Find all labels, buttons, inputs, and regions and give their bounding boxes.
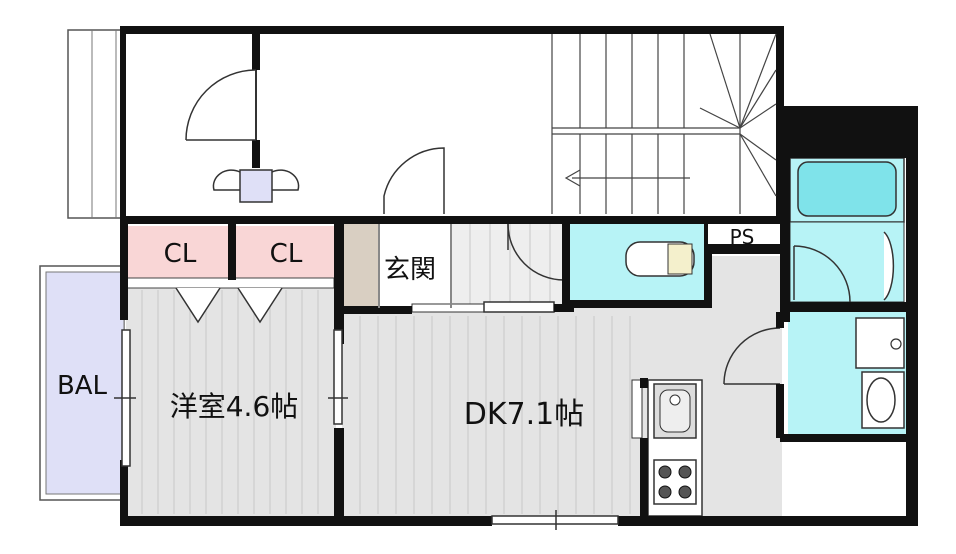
pipe-space-label: PS	[730, 225, 755, 249]
walls	[120, 106, 918, 526]
balcony	[39, 265, 125, 501]
washroom	[723, 312, 906, 436]
windows	[114, 329, 619, 530]
balcony-label: BAL	[57, 371, 108, 401]
dining-kitchen-label: DK7.1帖	[464, 397, 584, 432]
closets	[125, 226, 335, 324]
entrance-label: 玄関	[384, 255, 436, 285]
corridor-door	[185, 69, 257, 141]
unit-floors	[126, 222, 782, 516]
common-corridor	[67, 26, 784, 222]
kitchen-counter	[631, 379, 906, 517]
stairs	[551, 33, 777, 214]
western-room-label: 洋室4.6帖	[170, 390, 299, 423]
front-door-swing	[383, 147, 445, 214]
bathroom	[788, 157, 906, 303]
toilet-room	[570, 224, 704, 300]
closet-label-1: CL	[164, 239, 197, 269]
entrance-area	[344, 222, 565, 313]
closet-label-2: CL	[270, 239, 303, 269]
